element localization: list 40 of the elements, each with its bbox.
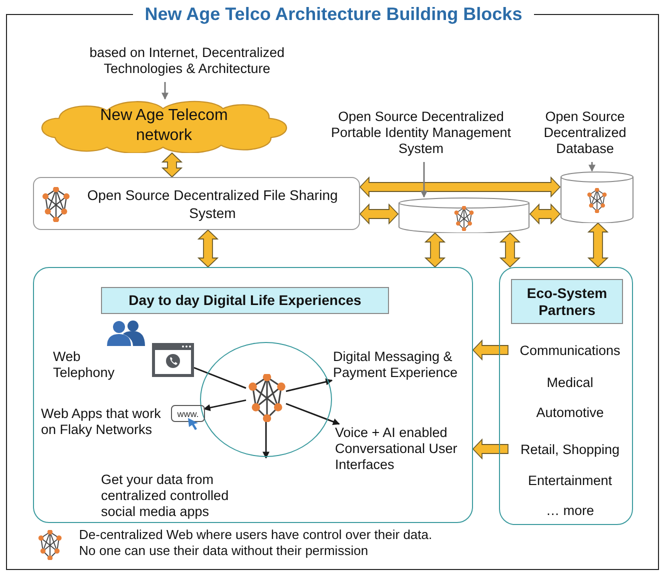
- node-text: Open Source Decentralized File Sharing System: [87, 186, 338, 220]
- block-arrow: [472, 339, 508, 361]
- node-text: Open Source Decentralized Database: [542, 109, 628, 157]
- panel: [33, 267, 473, 523]
- leader-line: [420, 162, 428, 198]
- node-text: Digital Messaging & Payment Experience: [333, 349, 459, 381]
- block-arrow: [424, 232, 446, 268]
- node-text: Entertainment: [528, 473, 612, 489]
- node-text: Get your data from centralized controlled social media apps: [101, 472, 230, 520]
- arrow: [262, 420, 270, 459]
- node-text: Communications: [520, 343, 620, 359]
- block-arrow: [359, 203, 399, 225]
- node-text: Voice + AI enabled Conversational User Interfaces: [335, 425, 458, 473]
- node-text: Web Apps that work on Flaky Networks: [41, 406, 162, 438]
- heading-box: Eco-System Partners: [511, 279, 623, 324]
- leader-line: [588, 162, 596, 172]
- node-text: … more: [546, 503, 594, 519]
- hub-circle: [200, 342, 332, 457]
- block-arrow: [529, 203, 561, 225]
- block-arrow: [161, 152, 183, 178]
- block-arrow: [499, 232, 521, 268]
- process-box: [33, 177, 360, 230]
- heading-box: Day to day Digital Life Experiences: [101, 287, 389, 314]
- node-text: New Age Telecom network: [100, 107, 228, 144]
- node-text: Automotive: [536, 405, 604, 421]
- node-text: Web Telephony: [53, 349, 116, 381]
- node-text: based on Internet, Decentralized Technologies & Architecture: [88, 45, 286, 77]
- arrow: [286, 402, 340, 426]
- node-text: Open Source Decentralized Portable Identity Management System: [330, 109, 512, 157]
- leader-line: [162, 82, 168, 100]
- panel: [499, 267, 633, 525]
- block-arrow: [197, 229, 219, 268]
- node-text: Medical: [546, 375, 594, 391]
- node-text: Retail, Shopping: [520, 442, 620, 458]
- arrow: [286, 378, 333, 392]
- block-arrow: [587, 222, 609, 268]
- footnote: De-centralized Web where users have control over their data. No one can use their data without their permission: [79, 527, 434, 559]
- block-arrow: [359, 176, 561, 198]
- block-arrow: [472, 438, 508, 460]
- arrow: [203, 399, 246, 412]
